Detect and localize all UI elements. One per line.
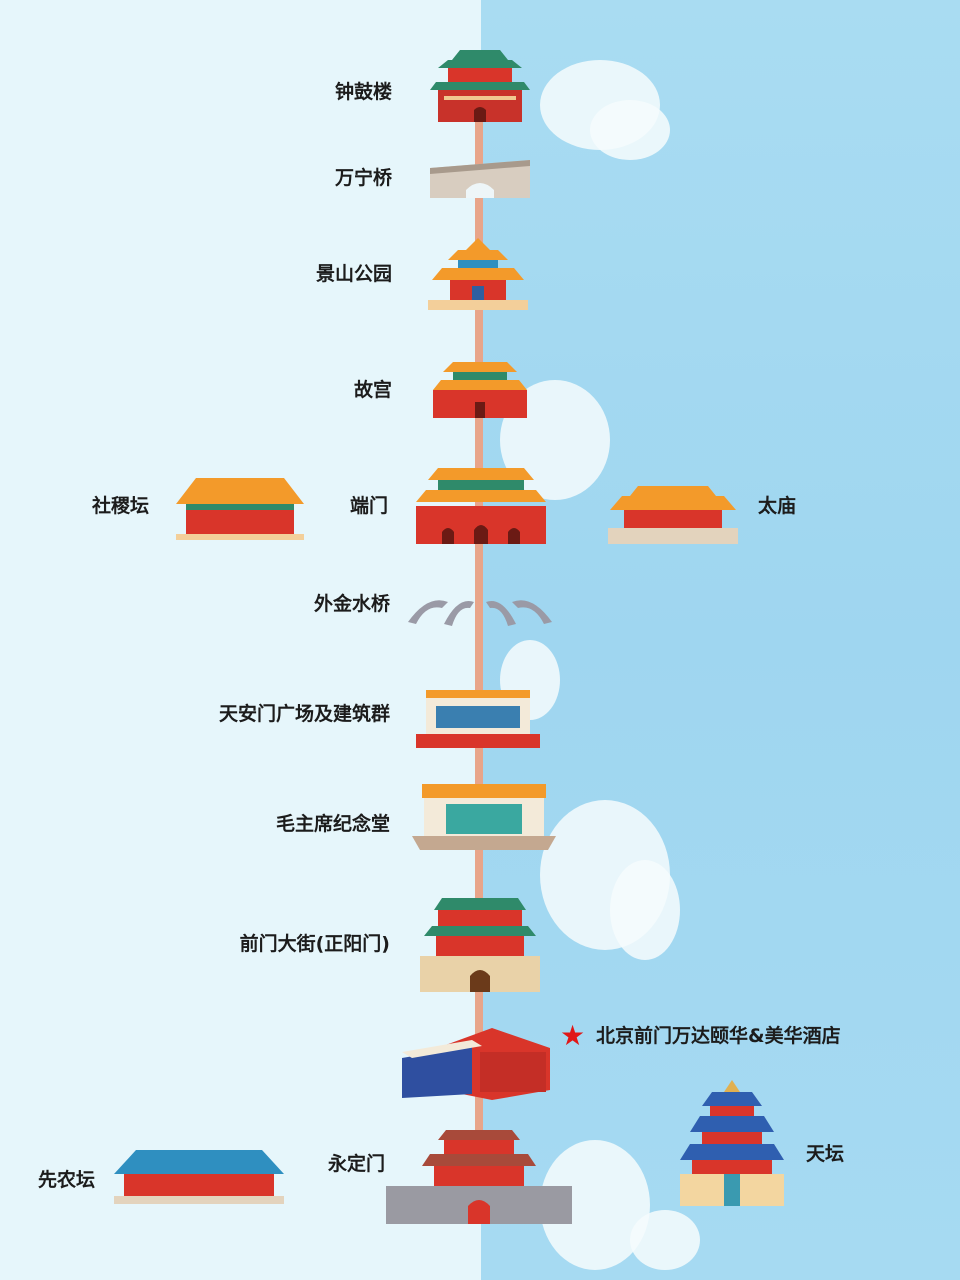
background-sky [481, 0, 960, 1280]
label-yongdingmen: 永定门 [328, 1153, 386, 1175]
cloud [630, 1210, 700, 1270]
label-qianmen: 前门大街(正阳门) [239, 933, 390, 955]
building-wanningqiao [430, 160, 530, 198]
building-mausoleum [412, 784, 556, 850]
label-jingshan: 景山公园 [315, 263, 392, 285]
label-hotel: 北京前门万达颐华&美华酒店 [596, 1025, 841, 1047]
building-gugong [433, 362, 527, 418]
building-tiananmen [416, 690, 540, 748]
building-shejitan [176, 478, 304, 540]
building-tiantan [680, 1080, 784, 1206]
label-mausoleum: 毛主席纪念堂 [275, 813, 390, 835]
building-duanmen [416, 466, 546, 544]
building-jingshan [428, 238, 528, 310]
building-zhonggulou [430, 48, 530, 122]
label-tiantan: 天坛 [806, 1143, 845, 1165]
label-tiananmen: 天安门广场及建筑群 [218, 703, 390, 725]
star-icon: ★ [560, 1019, 586, 1052]
label-waijinshuiqiao: 外金水桥 [313, 593, 390, 615]
label-taimiao: 太庙 [758, 495, 797, 517]
building-yongdingmen [386, 1128, 572, 1224]
building-xiannongtan [114, 1150, 284, 1204]
cloud [610, 860, 680, 960]
building-qianmen [420, 894, 540, 992]
building-hotel [402, 1028, 550, 1100]
label-duanmen: 端门 [349, 495, 388, 517]
central-axis-line [475, 95, 483, 1175]
label-shejitan: 社稷坛 [92, 495, 150, 517]
cloud [590, 100, 670, 160]
building-waijinshuiqiao [408, 594, 552, 628]
label-gugong: 故宫 [353, 379, 392, 401]
label-zhonggulou: 钟鼓楼 [334, 81, 392, 103]
background-left [0, 0, 481, 1280]
label-xiannongtan: 先农坛 [38, 1169, 96, 1191]
building-taimiao [608, 486, 738, 544]
label-wanningqiao: 万宁桥 [334, 167, 392, 189]
